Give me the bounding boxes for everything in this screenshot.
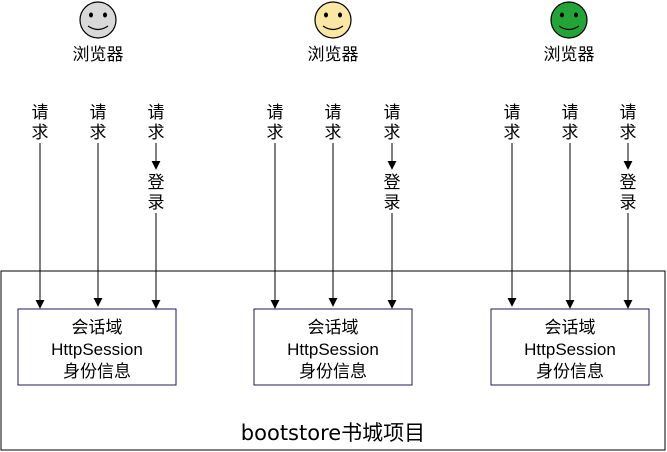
request-label-char: 求 bbox=[90, 123, 107, 143]
request-label-char: 请 bbox=[32, 103, 49, 123]
smiley-icon bbox=[314, 1, 352, 39]
browser-label: 浏览器 bbox=[308, 45, 359, 65]
request-label-char: 请 bbox=[267, 103, 284, 123]
session-box-title: 会话域 bbox=[308, 318, 359, 338]
request-label-char: 请 bbox=[620, 103, 637, 123]
session-box-info: 身份信息 bbox=[299, 362, 367, 382]
login-label-char: 录 bbox=[384, 193, 401, 213]
browser-group-3: 浏览器 请 求 请 求 请 求 登 录 会话域 HttpSession 身份信息 bbox=[490, 1, 650, 386]
request-label-char: 请 bbox=[384, 103, 401, 123]
request-label-char: 请 bbox=[90, 103, 107, 123]
request-label-char: 求 bbox=[32, 123, 49, 143]
login-label-char: 登 bbox=[620, 173, 637, 193]
session-box-info: 身份信息 bbox=[63, 362, 131, 382]
smiley-icon bbox=[79, 1, 117, 39]
session-box-title: 会话域 bbox=[72, 318, 123, 338]
login-label-char: 登 bbox=[148, 173, 165, 193]
request-label-char: 求 bbox=[148, 123, 165, 143]
request-label-char: 求 bbox=[620, 123, 637, 143]
session-box-name: HttpSession bbox=[287, 340, 379, 359]
login-label-char: 录 bbox=[620, 193, 637, 213]
request-label-char: 求 bbox=[267, 123, 284, 143]
request-label-char: 请 bbox=[148, 103, 165, 123]
request-label-char: 求 bbox=[384, 123, 401, 143]
request-label-char: 求 bbox=[504, 123, 521, 143]
browser-group-2: 浏览器 请 求 请 求 请 求 登 录 会话域 HttpSession 身份信息 bbox=[253, 1, 413, 386]
login-label-char: 登 bbox=[384, 173, 401, 193]
request-label-char: 请 bbox=[504, 103, 521, 123]
smiley-icon bbox=[550, 1, 588, 39]
browser-label: 浏览器 bbox=[544, 45, 595, 65]
session-box-name: HttpSession bbox=[51, 340, 143, 359]
login-label-char: 录 bbox=[148, 193, 165, 213]
project-label: bootstore书城项目 bbox=[241, 421, 425, 445]
session-box bbox=[253, 308, 413, 386]
session-box-name: HttpSession bbox=[524, 340, 616, 359]
request-label-char: 请 bbox=[562, 103, 579, 123]
session-box-info: 身份信息 bbox=[536, 362, 604, 382]
request-label-char: 求 bbox=[562, 123, 579, 143]
session-box bbox=[490, 308, 650, 386]
browser-label: 浏览器 bbox=[73, 45, 124, 65]
session-box-title: 会话域 bbox=[545, 318, 596, 338]
session-box bbox=[17, 308, 177, 386]
request-label-char: 请 bbox=[325, 103, 342, 123]
browser-group-1: 浏览器 请 求 请 求 请 求 登 录 会话域 HttpSession 身份信息 bbox=[17, 1, 177, 386]
request-label-char: 求 bbox=[325, 123, 342, 143]
